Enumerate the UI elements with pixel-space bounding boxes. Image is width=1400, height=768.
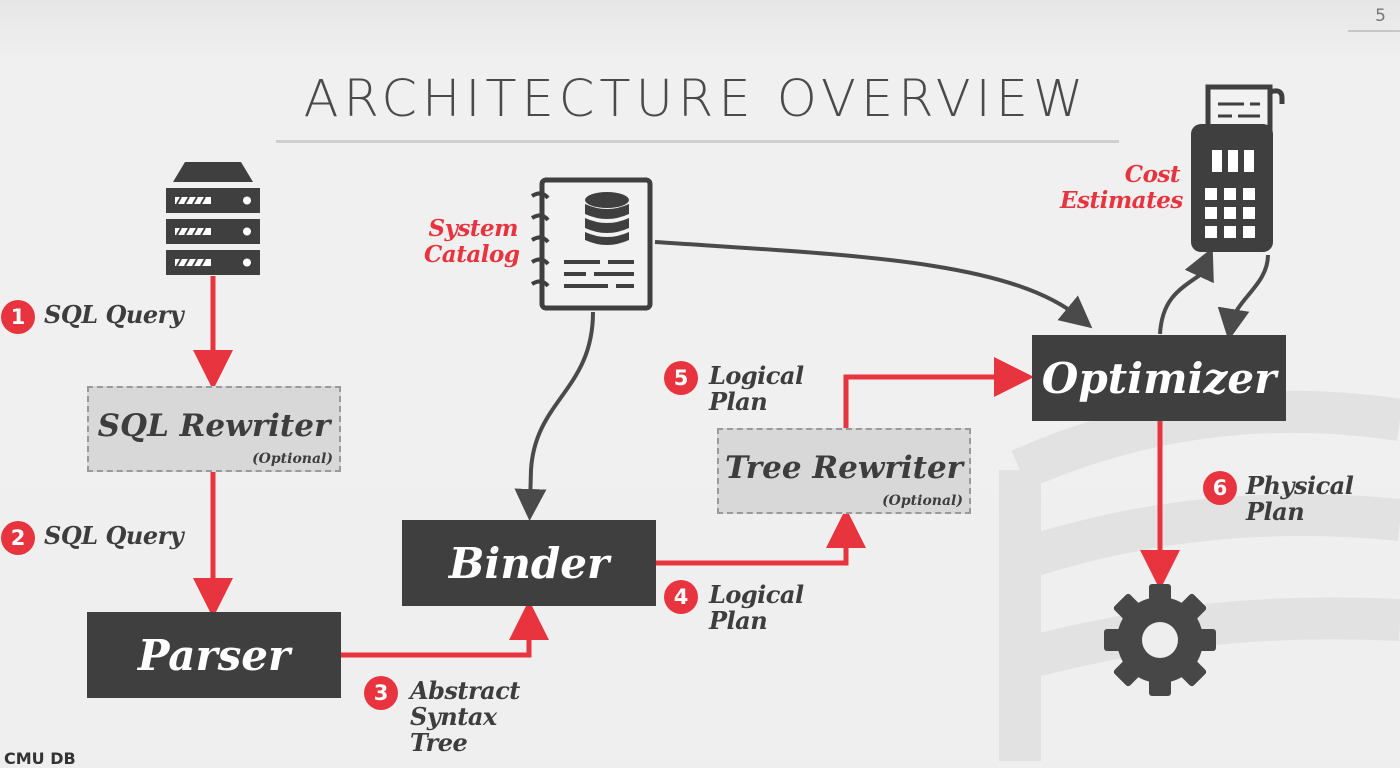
title-underline — [276, 140, 1119, 143]
step-5-label: Logical Plan — [709, 363, 804, 415]
system-catalog-label-line1: System — [428, 215, 518, 242]
step-3-number: 3 — [364, 676, 398, 710]
system-catalog-label: System Catalog — [424, 215, 520, 268]
step-4-number: 4 — [664, 580, 698, 614]
catalog-notebook-icon — [530, 177, 653, 311]
cost-estimates-label-line1: Cost — [1124, 161, 1181, 188]
step-2-label-line1: SQL Query — [44, 521, 184, 550]
step-6-label-line2: Plan — [1246, 497, 1305, 526]
page-number-rule — [1348, 30, 1400, 32]
optimizer-box: Optimizer — [1032, 335, 1286, 421]
gear-icon — [1104, 584, 1216, 696]
tree-rewriter-box: Tree Rewriter (Optional) — [717, 428, 971, 514]
step-4-label-line1: Logical — [709, 580, 804, 609]
arrow-tree-rewriter-to-optimizer — [843, 357, 1034, 428]
step-6-label-line1: Physical — [1246, 471, 1354, 500]
brand-logo-text: CMU DB — [4, 749, 76, 768]
step-5-label-line1: Logical — [709, 361, 804, 390]
page-number: 5 — [1375, 6, 1386, 26]
arrow-catalog-to-optimizer — [654, 240, 1093, 329]
step-1-label: SQL Query — [44, 300, 184, 329]
step-2-label: SQL Query — [44, 521, 184, 550]
step-6-number: 6 — [1203, 471, 1237, 505]
step-3-label: Abstract Syntax Tree — [410, 678, 520, 756]
step-2-number: 2 — [1, 521, 35, 555]
tree-rewriter-label: Tree Rewriter — [724, 450, 964, 486]
tree-rewriter-optional-note: (Optional) — [882, 493, 963, 509]
step-6-label: Physical Plan — [1246, 471, 1354, 526]
sql-rewriter-label: SQL Rewriter — [97, 408, 331, 444]
arrow-calculator-to-optimizer — [1217, 254, 1270, 341]
parser-label: Parser — [137, 630, 291, 680]
sql-rewriter-box: SQL Rewriter (Optional) — [87, 386, 341, 472]
step-1-number: 1 — [1, 300, 35, 334]
step-3-label-line3: Tree — [410, 728, 468, 757]
step-5-number: 5 — [664, 361, 698, 395]
arrow-binder-to-tree-rewriter — [656, 508, 866, 566]
binder-label: Binder — [448, 538, 610, 588]
parser-box: Parser — [87, 612, 341, 698]
system-catalog-label-line2: Catalog — [424, 241, 520, 268]
step-3-label-line2: Syntax — [410, 702, 497, 731]
sql-rewriter-optional-note: (Optional) — [252, 451, 333, 467]
step-5-label-line2: Plan — [709, 387, 768, 416]
step-4-label-line2: Plan — [709, 606, 768, 635]
step-1-label-line1: SQL Query — [44, 300, 184, 329]
cost-estimates-label-line2: Estimates — [1060, 187, 1183, 214]
calculator-icon — [1191, 84, 1285, 252]
server-icon — [166, 162, 260, 275]
step-3-label-line1: Abstract — [410, 676, 520, 705]
arrow-catalog-to-binder — [514, 311, 595, 521]
optimizer-label: Optimizer — [1041, 353, 1277, 403]
slide-title: ARCHITECTURE OVERVIEW — [303, 70, 1089, 129]
step-4-label: Logical Plan — [709, 582, 804, 634]
cost-estimates-label: Cost Estimates — [1060, 161, 1183, 214]
binder-box: Binder — [402, 520, 656, 606]
arrow-optimizer-to-calculator — [1158, 247, 1214, 335]
arrow-parser-to-binder — [341, 600, 549, 658]
